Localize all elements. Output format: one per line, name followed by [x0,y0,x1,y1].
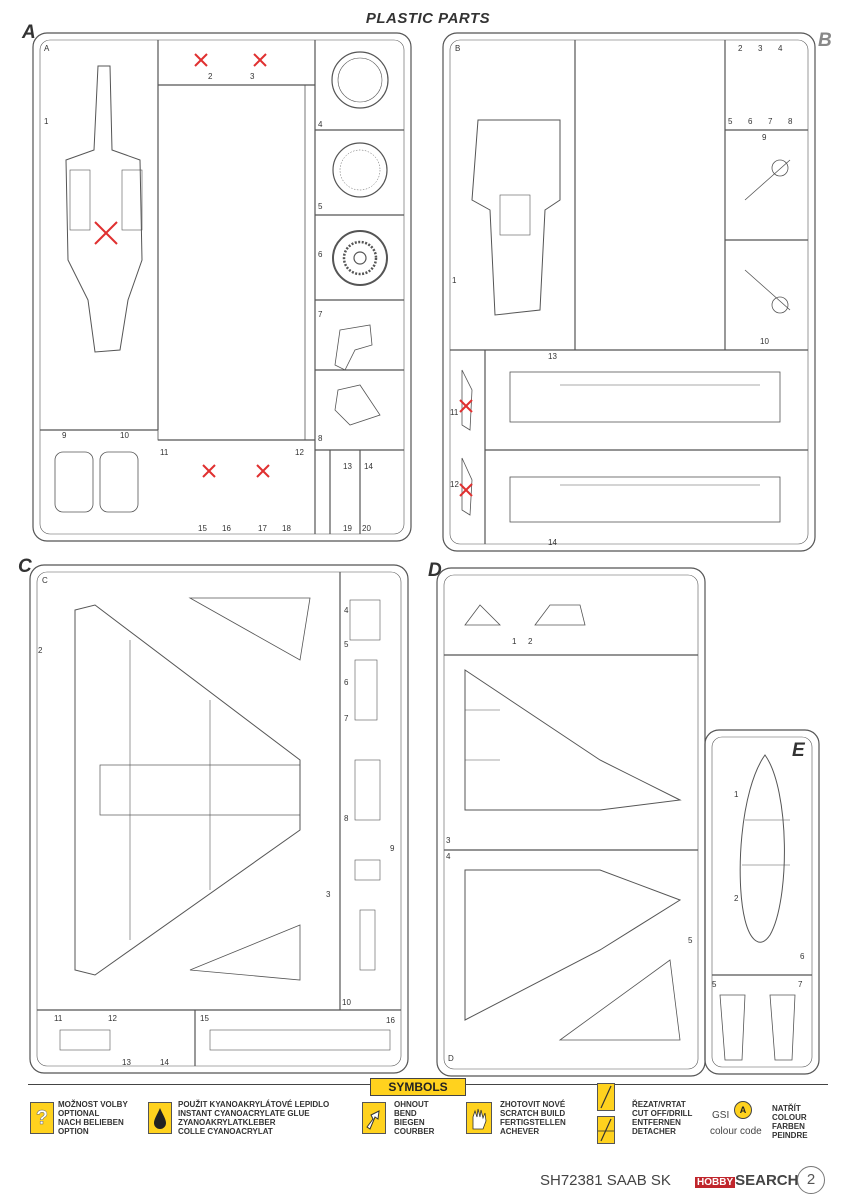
part-number: 1 [734,790,739,799]
part-number: 15 [198,524,207,533]
part-number: 19 [343,524,352,533]
sprue-letter-b: B [818,30,832,51]
part-number: 15 [200,1014,209,1023]
part-number: 12 [295,448,304,457]
part-number: 1 [452,276,457,285]
part-number: 3 [446,836,451,845]
part-number: 6 [748,117,753,126]
part-number: 4 [778,44,783,53]
part-number: 2 [208,72,213,81]
brand-box: HOBBY [695,1177,736,1188]
part-number: 6 [344,678,349,687]
part-number: 4 [318,120,323,129]
sprue-a-frame [32,32,412,542]
sprue-d-frame [436,567,706,1077]
sprue-letter-e: E [792,740,805,761]
part-number: 11 [160,448,169,457]
part-number: 9 [762,133,767,142]
part-number: 16 [386,1016,395,1025]
footer-code: SH72381 SAAB SK [540,1172,671,1189]
part-number: 2 [38,646,43,655]
glue-drop-icon [148,1102,172,1134]
part-number: 3 [250,72,255,81]
part-number: 8 [318,434,323,443]
part-number: 5 [344,640,349,649]
part-number: 7 [344,714,349,723]
part-number: 5 [728,117,733,126]
part-number: 13 [122,1058,131,1067]
sprue-letter-c: C [18,556,32,577]
part-number: 11 [54,1014,63,1023]
part-number: 4 [446,852,451,861]
part-number: 12 [108,1014,117,1023]
sprue-letter-a: A [22,22,36,43]
part-number: A [44,44,50,53]
part-number: 11 [450,408,459,417]
part-number: 14 [364,462,373,471]
part-number: 6 [318,250,323,259]
drill-icon [597,1116,615,1144]
part-number: 13 [343,462,352,471]
part-number: 2 [738,44,743,53]
part-number: 10 [120,431,129,440]
part-number: 4 [344,606,349,615]
part-number: 12 [450,480,459,489]
part-number: 17 [258,524,267,533]
paint-code-icon: A [734,1101,752,1119]
part-number: 5 [318,202,323,211]
question-icon: ? [30,1102,54,1134]
brand-name: SEARCH [735,1172,799,1189]
part-number: D [448,1054,454,1063]
part-number: 16 [222,524,231,533]
page-title: PLASTIC PARTS [365,10,491,27]
part-number: 10 [342,998,351,1007]
part-number: 1 [44,117,49,126]
symbols-title: SYMBOLS [370,1078,466,1096]
part-number: 8 [788,117,793,126]
part-number: 6 [800,952,805,961]
part-number: 1 [512,637,517,646]
hand-icon [466,1102,492,1134]
part-number: 3 [758,44,763,53]
part-number: 7 [798,980,803,989]
part-number: 9 [390,844,395,853]
part-number: 5 [688,936,693,945]
part-number: C [42,576,48,585]
cut-icon [597,1083,615,1111]
part-number: 9 [62,431,67,440]
sprue-b-frame [442,32,816,552]
part-number: 20 [362,524,371,533]
part-number: 14 [548,538,557,547]
gsi-label: GSI [712,1110,730,1121]
colour-code-label: colour code [710,1126,762,1137]
bend-arrow-icon [362,1102,386,1134]
part-number: 7 [768,117,773,126]
part-number: 2 [734,894,739,903]
part-number: 3 [326,890,331,899]
part-number: 2 [528,637,533,646]
page-number: 2 [797,1166,825,1194]
part-number: 5 [712,980,717,989]
part-number: 10 [760,337,769,346]
part-number: 7 [318,310,323,319]
sprue-c-frame [29,564,409,1074]
part-number: 14 [160,1058,169,1067]
part-number: 13 [548,352,557,361]
sprue-e-frame [704,729,820,1075]
remove-marks [94,53,473,497]
part-number: 8 [344,814,349,823]
part-number: B [455,44,461,53]
part-number: 18 [282,524,291,533]
